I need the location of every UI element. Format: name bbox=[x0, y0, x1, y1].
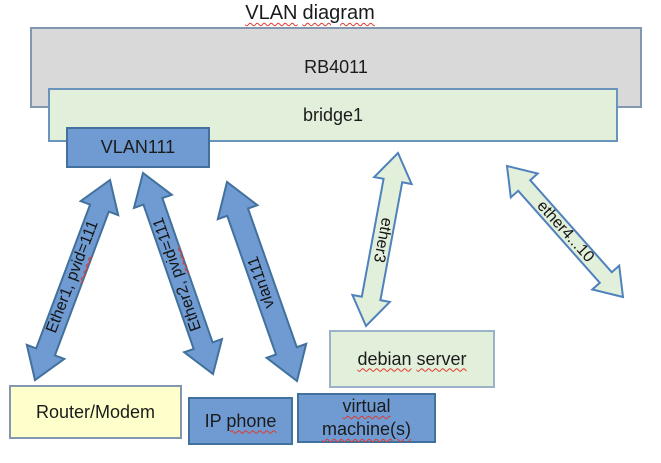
box-virtual-machines-line1: virtual bbox=[342, 396, 391, 416]
box-vlan111: VLAN111 bbox=[66, 127, 210, 168]
arrow-ether4-10 bbox=[505, 164, 625, 299]
title-word-diagram: diagram bbox=[302, 2, 375, 24]
box-router-modem-label: Router/Modem bbox=[35, 401, 156, 422]
arrow-ether3 bbox=[350, 151, 414, 328]
arrow-ether1 bbox=[25, 178, 120, 382]
box-ip-phone-label: IP phone bbox=[204, 410, 277, 431]
box-rb4011-label: RB4011 bbox=[304, 57, 368, 77]
box-bridge1-label: bridge1 bbox=[302, 104, 364, 125]
title-word-vlan: VLAN bbox=[245, 2, 298, 24]
arrow-ether2 bbox=[132, 171, 224, 376]
box-router-modem: Router/Modem bbox=[9, 385, 182, 439]
box-vlan111-label: VLAN111 bbox=[100, 137, 176, 157]
box-ip-phone: IP phone bbox=[188, 397, 293, 445]
box-virtual-machines: virtual machine(s) bbox=[297, 393, 436, 443]
arrow-vlan111 bbox=[216, 180, 308, 383]
box-virtual-machines-line2: machine(s) bbox=[321, 419, 412, 439]
